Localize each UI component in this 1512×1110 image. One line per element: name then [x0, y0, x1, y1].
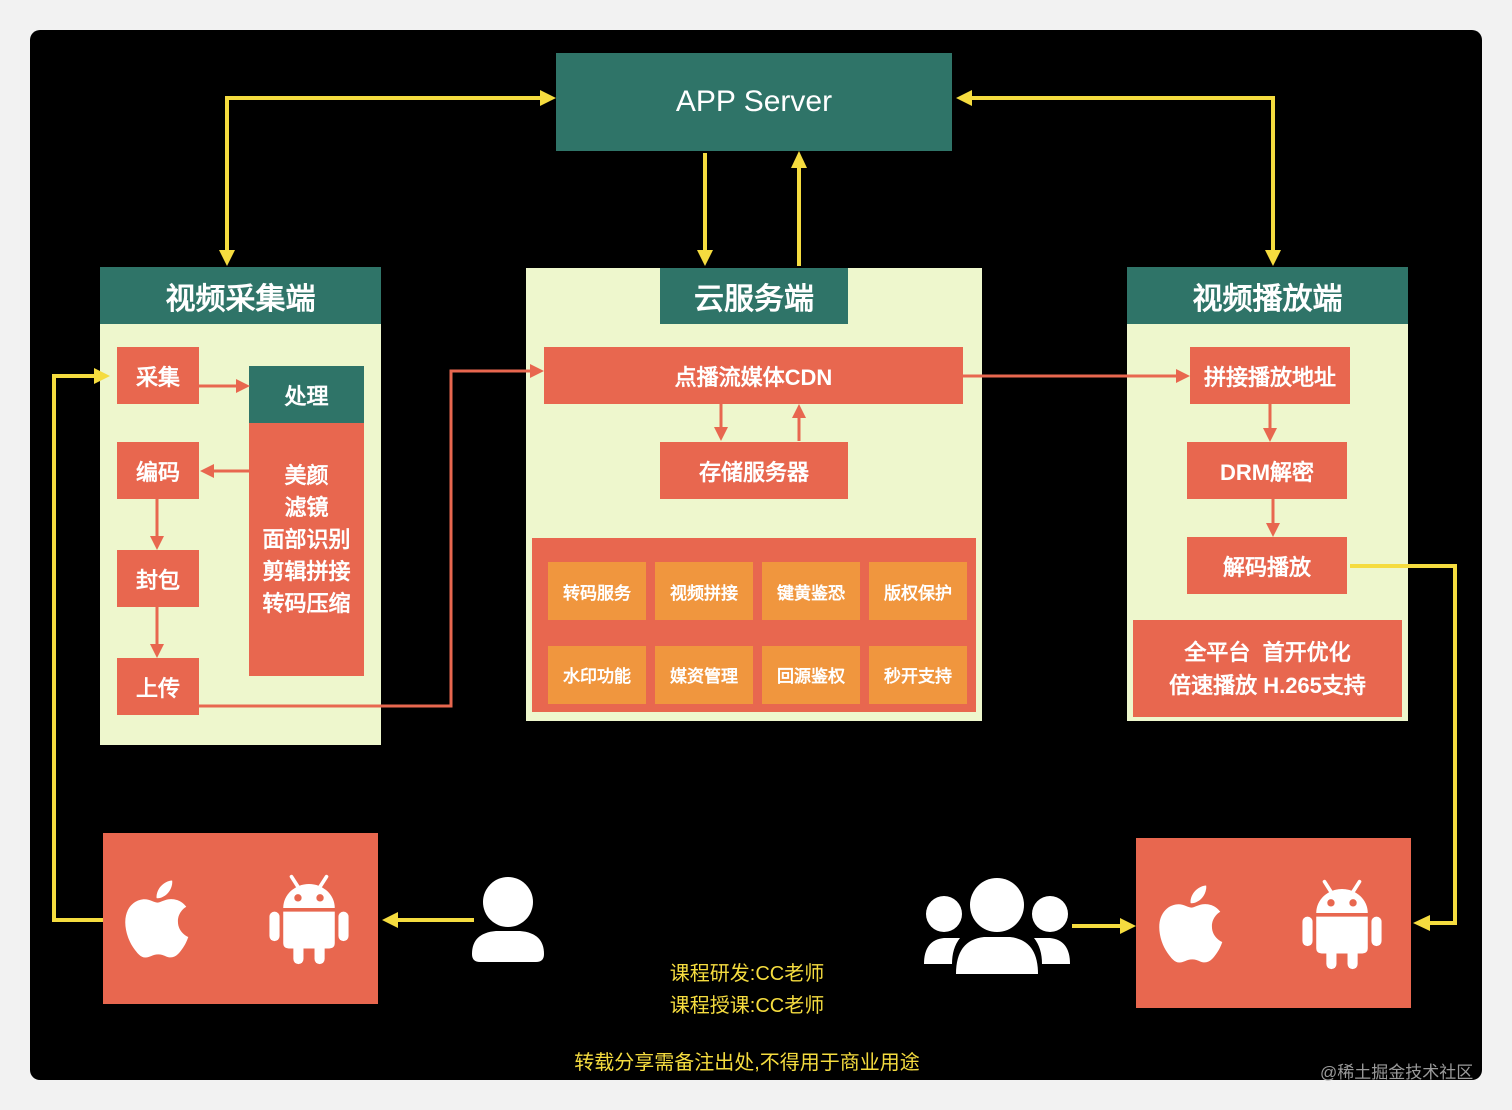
cloud-panel-title: 云服务端 [660, 268, 848, 324]
decode-play-step: 解码播放 [1187, 537, 1347, 594]
watermark: @稀土掘金技术社区 [1320, 1063, 1474, 1082]
collect-step: 采集 [117, 347, 199, 404]
app-server-box: APP Server [556, 53, 952, 151]
capture-panel-title: 视频采集端 [100, 267, 381, 324]
process-item: 美颜 [284, 463, 329, 488]
service-item: 水印功能 [548, 645, 646, 704]
service-item: 媒资管理 [655, 645, 753, 704]
credit-lecturer: 课程授课:CC老师 [669, 995, 825, 1017]
viewer-devices [1136, 838, 1411, 1008]
process-item: 滤镜 [284, 495, 329, 520]
process-item: 转码压缩 [262, 591, 351, 616]
service-item: 版权保护 [869, 562, 967, 620]
group-icon [924, 878, 1070, 974]
service-item: 转码服务 [548, 562, 646, 620]
service-item: 回源鉴权 [762, 645, 860, 704]
apple-icon [125, 880, 189, 958]
android-icon [269, 874, 349, 965]
apple-icon [1159, 885, 1223, 963]
process-item: 剪辑拼接 [262, 559, 351, 584]
service-item: 秒开支持 [869, 645, 967, 704]
credit-developer: 课程研发:CC老师 [669, 963, 825, 985]
cdn-box: 点播流媒体CDN [544, 347, 963, 404]
process-item: 面部识别 [262, 527, 351, 552]
process-title: 处理 [249, 366, 364, 423]
feature-line: 全平台 首开优化 [1184, 639, 1351, 665]
android-icon [1302, 879, 1382, 970]
player-panel-title: 视频播放端 [1127, 267, 1408, 324]
storage-box: 存储服务器 [660, 442, 848, 499]
splice-url-step: 拼接播放地址 [1190, 347, 1350, 404]
person-icon [472, 877, 544, 962]
upload-step: 上传 [117, 658, 199, 715]
publisher-devices [103, 833, 378, 1004]
process-items: 美颜 滤镜 面部识别 剪辑拼接 转码压缩 [249, 423, 364, 676]
encode-step: 编码 [117, 442, 199, 499]
service-item: 键黄鉴恐 [762, 562, 860, 620]
service-item: 视频拼接 [655, 562, 753, 620]
feature-line: 倍速播放 H.265支持 [1169, 672, 1366, 698]
cloud-services: 转码服务 视频拼接 键黄鉴恐 版权保护 水印功能 媒资管理 回源鉴权 秒开支持 [532, 538, 976, 712]
pack-step: 封包 [117, 550, 199, 607]
drm-decrypt-step: DRM解密 [1187, 442, 1347, 499]
player-features: 全平台 首开优化 倍速播放 H.265支持 [1133, 620, 1402, 717]
reprint-notice: 转载分享需备注出处,不得用于商业用途 [574, 1052, 920, 1074]
